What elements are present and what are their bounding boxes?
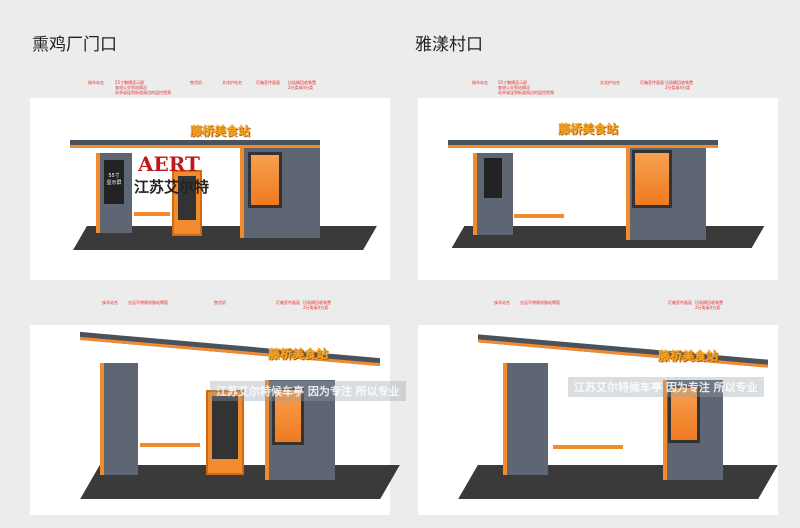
ad-lightbox (272, 387, 304, 445)
annotation: 垃圾桶回收装置 2分类或4分类 (288, 80, 316, 90)
station-logo: 藤桥美食站 (190, 124, 251, 138)
display-screen (484, 158, 502, 198)
watermark-banner: 江苏艾尔特候车亭 因为专注 所以专业 (210, 381, 406, 401)
watermark-company: 江苏艾尔特 (134, 178, 210, 196)
annotation: 候车站名 (102, 300, 118, 305)
watermark-brand: AERT (138, 152, 200, 176)
title-right: 雅漾村口 (415, 35, 483, 55)
annotation: 售货机 (214, 300, 226, 305)
column (100, 363, 138, 475)
canopy (448, 140, 718, 148)
vending-machine (172, 170, 202, 236)
annotation: 灯箱宣传画面 (256, 80, 280, 85)
annotation: 售货机 (190, 80, 202, 85)
title-left: 熏鸡厂门口 (32, 35, 117, 55)
annotation: 55寸触摸显示屏 查询公交到站情况 站亭或连到街道周边的监控视频 (498, 80, 554, 95)
render-bottom-left: 藤桥美食站 江苏艾尔特候车亭 因为专注 所以专业 (30, 325, 406, 515)
canopy (80, 331, 380, 367)
ad-lightbox (248, 152, 282, 208)
bench (514, 214, 564, 218)
bench (134, 212, 170, 216)
annotation: 候车站名 (494, 300, 510, 305)
canopy (70, 140, 320, 148)
bench (553, 445, 623, 449)
annotation: 灯箱宣传画面 (640, 80, 664, 85)
station-logo: 藤桥美食站 (558, 122, 619, 136)
annotation: 灯箱宣传画面 (276, 300, 300, 305)
annotation: 交运不锈钢线路站牌管 (520, 300, 560, 305)
vending-machine (206, 390, 244, 475)
render-top-right: 藤桥美食站 (418, 98, 778, 280)
render-bottom-right: 藤桥美食站 江苏艾尔特候车亭 因为专注 所以专业 (418, 325, 778, 515)
annotation: 候车站名 (472, 80, 488, 85)
annotation: 灯箱宣传画面 (668, 300, 692, 305)
annotation: 文化护站名 (600, 80, 620, 85)
display-screen: 55寸 显示屏 (104, 160, 124, 204)
annotation: 垃圾桶回收装置 2分类或4分类 (665, 80, 693, 90)
annotation: 垃圾桶回收装置 2分类或4分类 (695, 300, 723, 310)
ad-lightbox (632, 150, 672, 208)
annotation: 55寸触摸显示屏 查询公交到站情况 站亭或连到街道周边的监控视频 (115, 80, 171, 95)
annotation: 文化护站名 (222, 80, 242, 85)
watermark-banner: 江苏艾尔特候车亭 因为专注 所以专业 (568, 377, 764, 397)
annotation: 候车站名 (88, 80, 104, 85)
render-top-left: 藤桥美食站 55寸 显示屏 AERT 江苏艾尔特 (30, 98, 390, 280)
bench (140, 443, 200, 447)
column (503, 363, 548, 475)
station-logo: 藤桥美食站 (268, 347, 329, 361)
annotation: 垃圾桶回收装置 2分类或4分类 (303, 300, 331, 310)
station-logo: 藤桥美食站 (658, 349, 719, 363)
annotation: 交运不锈钢线路站牌管 (128, 300, 168, 305)
ad-lightbox (668, 385, 700, 443)
